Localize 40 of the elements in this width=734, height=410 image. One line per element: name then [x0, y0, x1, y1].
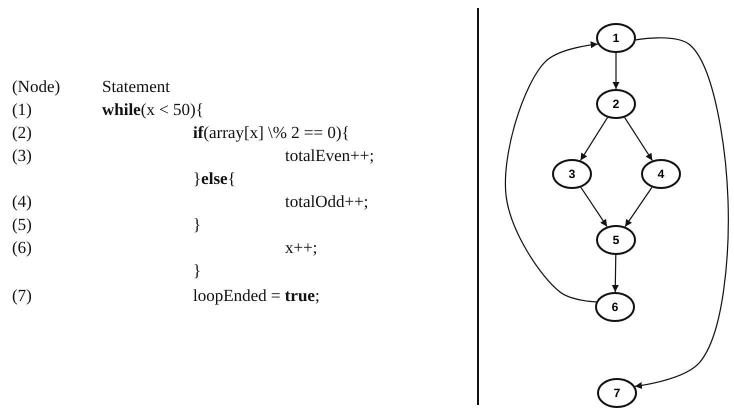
node-number: 6 [610, 300, 620, 314]
arrow [580, 187, 608, 227]
node-ellipse [596, 23, 636, 53]
node-number: 7 [612, 386, 622, 400]
code-line: }else{ [193, 169, 236, 189]
code-line: totalOdd++; [285, 192, 368, 212]
node-number: 1 [612, 31, 620, 45]
line-number: (6) [12, 238, 32, 258]
arrow [624, 117, 653, 161]
arrow [504, 41, 598, 302]
code-line: } [193, 261, 202, 281]
node-ellipse [552, 159, 592, 189]
code-line: totalEven++; [285, 146, 374, 166]
line-number: (7) [12, 286, 32, 306]
line-number: (4) [12, 192, 32, 212]
node-number: 4 [656, 167, 666, 181]
column-header: Statement [102, 77, 170, 97]
node-number: 3 [568, 167, 576, 181]
arrow [634, 37, 729, 389]
line-number: (1) [12, 100, 32, 120]
node-ellipse [596, 225, 636, 255]
code-line: while(x < 50){ [102, 100, 204, 120]
code-line: if(array[x] \% 2 == 0){ [193, 123, 350, 143]
node-ellipse [597, 378, 637, 408]
node-ellipse [641, 159, 681, 189]
column-header: (Node) [12, 77, 60, 97]
code-line: loopEnded = true; [193, 286, 320, 306]
line-number: (2) [12, 123, 32, 143]
code-line: x++; [285, 238, 318, 258]
node-ellipse [596, 89, 636, 119]
node-number: 2 [612, 97, 620, 111]
node-ellipse [595, 292, 635, 322]
line-number: (5) [12, 215, 32, 235]
arrow [580, 117, 608, 161]
line-number: (3) [12, 146, 32, 166]
code-line: } [193, 215, 202, 235]
node-number: 5 [612, 233, 620, 247]
arrow [612, 53, 620, 89]
arrow [612, 255, 619, 292]
arrow [624, 187, 652, 227]
